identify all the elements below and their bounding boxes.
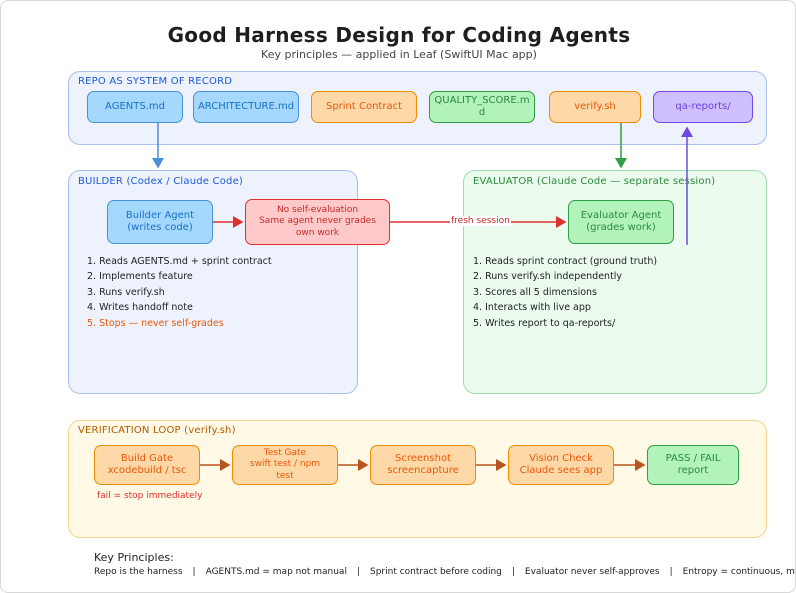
evaluator-steps-list: 1. Reads sprint contract (ground truth) … [473,256,657,333]
evaluator-step: 5. Writes report to qa-reports/ [473,317,616,329]
test-gate-box[interactable]: Test Gate swift test / npm test [232,445,338,485]
verification-section-title: VERIFICATION LOOP (verify.sh) [78,425,236,436]
evaluator-section-title: EVALUATOR (Claude Code — separate sessio… [473,176,716,187]
principle-item: Evaluator never self-approves [524,567,660,577]
principle-item: Repo is the harness [94,567,183,577]
builder-step: 3. Runs verify.sh [87,286,165,298]
principle-separator: | [356,567,360,577]
build-gate-box[interactable]: Build Gate xcodebuild / tsc [94,445,200,485]
diagram-title: Good Harness Design for Coding Agents [167,23,631,47]
repo-section [68,71,767,145]
builder-step: 2. Implements feature [87,271,193,283]
builder-section-title: BUILDER (Codex / Claude Code) [78,176,244,187]
agents-md-file[interactable]: AGENTS.md [87,91,183,123]
quality-score-file[interactable]: QUALITY_SCORE.md [429,91,535,123]
evaluator-step: 1. Reads sprint contract (ground truth) [473,256,658,267]
builder-step: 1. Reads AGENTS.md + sprint contract [87,256,272,267]
no-self-evaluation-box[interactable]: No self-evaluation Same agent never grad… [245,199,390,245]
diagram-subtitle: Key principles — applied in Leaf (SwiftU… [261,48,537,61]
qa-reports-folder[interactable]: qa-reports/ [653,91,753,123]
evaluator-step: 4. Interacts with live app [473,302,591,314]
architecture-md-file[interactable]: ARCHITECTURE.md [193,91,299,123]
sprint-contract-file[interactable]: Sprint Contract [311,91,417,123]
key-principles-title: Key Principles: [94,551,174,564]
principle-item: Sprint contract before coding [370,567,502,577]
vision-check-box[interactable]: Vision Check Claude sees app [508,445,614,485]
principle-item: AGENTS.md = map not manual [205,567,347,577]
builder-step: 4. Writes handoff note [87,302,193,314]
principle-separator: | [192,567,196,577]
evaluator-step: 2. Runs verify.sh independently [473,271,623,283]
key-principles-line: Repo is the harness | AGENTS.md = map not … [94,567,795,577]
builder-agent-box[interactable]: Builder Agent (writes code) [107,200,213,244]
evaluator-step: 3. Scores all 5 dimensions [473,286,598,298]
principle-separator: | [669,567,673,577]
principle-item: Entropy = continuous, m [682,567,795,577]
builder-step-warning: 5. Stops — never self-grades [87,317,224,329]
builder-steps-list: 1. Reads AGENTS.md + sprint contract 2. … [87,256,272,333]
evaluator-agent-box[interactable]: Evaluator Agent (grades work) [568,200,674,244]
fresh-session-label: fresh session [450,216,511,226]
principle-separator: | [511,567,515,577]
screenshot-box[interactable]: Screenshot screencapture [370,445,476,485]
pass-fail-box[interactable]: PASS / FAIL report [647,445,739,485]
fail-note: fail = stop immediately [97,491,203,501]
verify-sh-file[interactable]: verify.sh [549,91,641,123]
repo-section-title: REPO AS SYSTEM OF RECORD [78,76,233,87]
